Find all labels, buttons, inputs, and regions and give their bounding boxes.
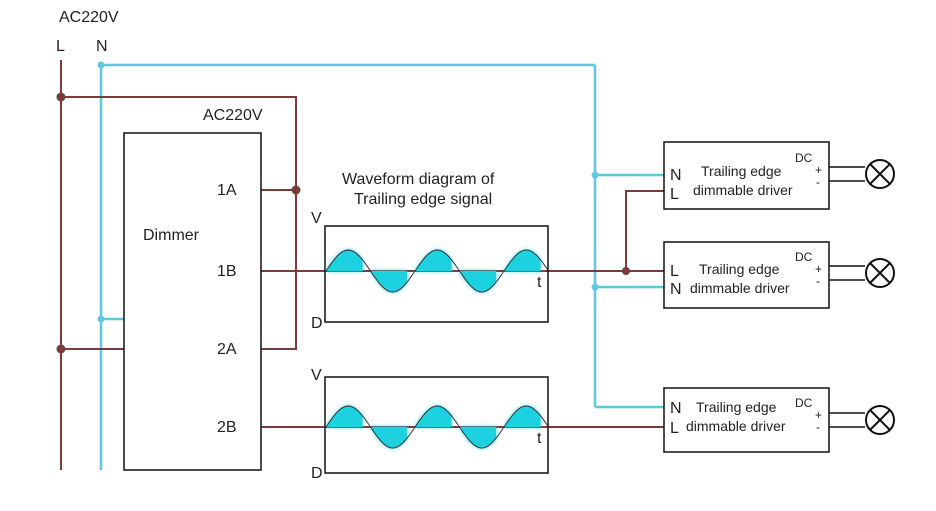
waveform-sine-outline xyxy=(503,249,549,272)
junction-1a xyxy=(291,185,301,195)
driver-3-minus-label: - xyxy=(816,420,820,434)
waveform-sine-outline xyxy=(414,405,460,428)
lamp-icon xyxy=(865,159,895,189)
waveform-sine-outline xyxy=(370,426,416,449)
live-junction-top xyxy=(56,92,66,102)
driver-3-plus-label: + xyxy=(815,408,822,422)
waveform-sine-outline xyxy=(414,249,460,272)
waveform-half-cycle xyxy=(370,271,407,292)
waveform-sine-outline xyxy=(459,270,505,293)
driver-1-box xyxy=(663,141,830,210)
waveform-2: V D t xyxy=(311,367,549,482)
waveform-1-v-label: V xyxy=(311,210,322,227)
dimmer-title: Dimmer xyxy=(143,227,200,244)
waveform-2-d-label: D xyxy=(311,465,323,482)
waveform-2-t-label: t xyxy=(537,430,542,447)
waveform-1-signal xyxy=(325,249,549,293)
driver-1-minus-label: - xyxy=(816,175,820,189)
waveform-sine-outline xyxy=(459,426,505,449)
waveform-half-cycle xyxy=(326,250,363,271)
driver-3-dc-label: DC xyxy=(795,396,813,410)
terminal-2a-label: 2A xyxy=(217,341,237,358)
live-feed-wire xyxy=(61,96,297,350)
driver-2-line-2: dimmable driver xyxy=(690,280,790,296)
driver-2-dc-label: DC xyxy=(795,250,813,264)
waveform-half-cycle xyxy=(459,427,496,448)
supply-voltage-label: AC220V xyxy=(59,9,119,26)
terminal-1b-label: 1B xyxy=(217,263,237,280)
lamp-icon xyxy=(865,258,895,288)
driver-3: N L Trailing edge dimmable driver DC + - xyxy=(663,387,895,453)
supply-neutral-label: N xyxy=(96,38,108,55)
waveform-half-cycle xyxy=(459,271,496,292)
supply-line-label: L xyxy=(56,38,65,55)
junction-1b-branch xyxy=(622,267,630,275)
waveform-half-cycle xyxy=(504,250,541,271)
driver-1: N L Trailing edge dimmable driver DC + - xyxy=(663,141,895,210)
neutral-junction-top xyxy=(97,61,105,69)
driver-1-bottom-terminal: L xyxy=(670,186,679,203)
driver-1-line-1: Trailing edge xyxy=(701,163,782,179)
waveform-1: V D t xyxy=(311,210,549,332)
waveform-1-box xyxy=(324,225,549,323)
waveform-half-cycle xyxy=(370,427,407,448)
output-1b-branch-wire xyxy=(625,190,664,271)
waveform-caption-line-1: Waveform diagram of xyxy=(342,171,495,188)
neutral-junction-driver-1 xyxy=(591,171,599,179)
waveform-sine-outline xyxy=(325,249,371,272)
live-junctions xyxy=(56,92,630,354)
driver-3-box xyxy=(663,387,830,453)
neutral-junction-driver-2 xyxy=(591,283,599,291)
waveform-1-t-label: t xyxy=(537,274,542,291)
lamp-icon xyxy=(865,405,895,435)
driver-2-line-1: Trailing edge xyxy=(699,261,780,277)
live-wiring xyxy=(60,60,664,470)
waveform-2-box xyxy=(324,376,549,474)
live-junction-dimmer xyxy=(56,344,66,354)
driver-2-plus-label: + xyxy=(815,262,822,276)
neutral-junction-dimmer xyxy=(97,315,105,323)
driver-1-dc-label: DC xyxy=(795,151,813,165)
driver-2-top-terminal: L xyxy=(670,263,679,280)
waveform-caption-line-2: Trailing edge signal xyxy=(354,191,492,208)
dimmer-voltage-label: AC220V xyxy=(203,107,263,124)
driver-2: L N Trailing edge dimmable driver DC + - xyxy=(663,241,895,309)
waveform-half-cycle xyxy=(504,406,541,427)
dimmer-box xyxy=(123,132,262,471)
waveform-2-signal xyxy=(325,405,549,449)
driver-3-line-1: Trailing edge xyxy=(696,399,777,415)
driver-2-bottom-terminal: N xyxy=(670,281,682,298)
waveform-2-v-label: V xyxy=(311,367,322,384)
waveform-half-cycle xyxy=(415,250,452,271)
waveform-sine-outline xyxy=(370,270,416,293)
driver-2-minus-label: - xyxy=(816,274,820,288)
neutral-wiring xyxy=(99,63,664,470)
driver-1-line-2: dimmable driver xyxy=(693,182,793,198)
dimmer: AC220V Dimmer 1A 1B 2A 2B xyxy=(123,107,263,471)
driver-3-top-terminal: N xyxy=(670,400,682,417)
waveform-sine-outline xyxy=(503,405,549,428)
waveform-1-d-label: D xyxy=(311,315,323,332)
driver-3-bottom-terminal: L xyxy=(670,420,679,437)
driver-1-top-terminal: N xyxy=(670,167,682,184)
waveform-half-cycle xyxy=(326,406,363,427)
driver-2-box xyxy=(663,241,830,309)
waveform-sine-outline xyxy=(325,405,371,428)
terminal-1a-label: 1A xyxy=(217,182,237,199)
terminal-2b-label: 2B xyxy=(217,419,237,436)
driver-3-line-2: dimmable driver xyxy=(686,418,786,434)
neutral-junctions xyxy=(97,61,599,323)
driver-1-plus-label: + xyxy=(815,163,822,177)
waveform-half-cycle xyxy=(415,406,452,427)
